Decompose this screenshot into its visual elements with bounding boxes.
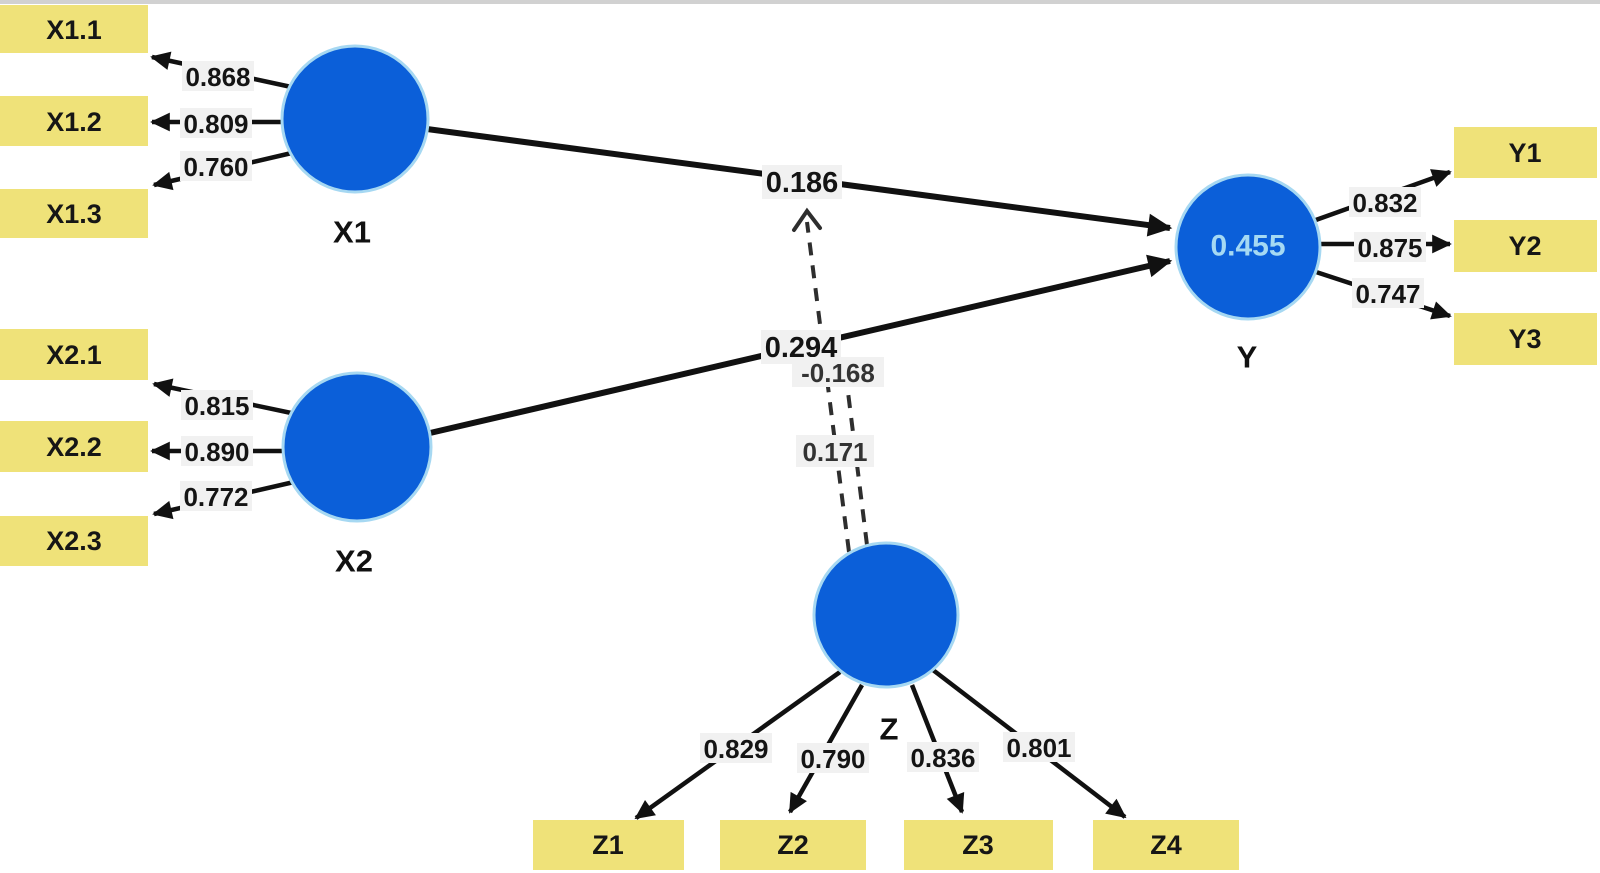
indicator-x1-1[interactable] [0,5,148,53]
loading-label-x1-2: 0.809 [180,108,252,139]
latent-node-x2[interactable] [281,371,433,523]
svg-text:0.832: 0.832 [1352,188,1417,218]
latent-node-z[interactable] [812,541,960,689]
loading-label-z4: 0.801 [1003,732,1075,763]
indicator-label-z2: Z2 [777,830,809,860]
svg-text:0.836: 0.836 [910,743,975,773]
loading-label-z2: 0.790 [797,743,869,774]
indicator-y1[interactable] [1454,127,1597,178]
indicator-x1-3[interactable] [0,189,148,238]
loading-label-x2-3: 0.772 [180,481,252,512]
svg-text:0.760: 0.760 [183,152,248,182]
loading-label-z3: 0.836 [907,742,979,773]
indicator-x2-1[interactable] [0,329,148,380]
coefficient-z-moderation-1: -0.168 [792,357,884,388]
indicator-label-z1: Z1 [592,830,624,860]
node-label-z: Z [880,712,899,747]
loading-label-y3: 0.747 [1352,278,1424,309]
indicator-x2-3[interactable] [0,516,148,566]
indicator-group: X1.1 X1.2 X1.3 X2.1 X2.2 X2.3 Y1 Y2 Y3 Z… [0,5,1597,870]
svg-text:0.815: 0.815 [184,391,249,421]
indicator-label-z3: Z3 [962,830,994,860]
svg-text:0.747: 0.747 [1355,279,1420,309]
coefficient-x1-to-y: 0.186 [762,165,842,199]
node-label-y: Y [1237,340,1258,375]
coefficient-z-moderation-2: 0.171 [796,435,874,467]
indicator-label-y3: Y3 [1508,324,1541,354]
path-coefficient-labels: 0.186 0.294 -0.168 0.171 [761,165,884,467]
loading-labels: 0.868 0.809 0.760 0.815 0.890 0.772 0.83… [180,61,1426,774]
loading-label-x2-2: 0.890 [181,436,253,467]
latent-node-y[interactable] [1174,173,1322,321]
indicator-label-y1: Y1 [1508,138,1541,168]
node-label-x2: X2 [335,544,373,579]
loading-label-z1: 0.829 [700,733,772,764]
svg-text:0.772: 0.772 [183,482,248,512]
svg-text:0.875: 0.875 [1357,233,1422,263]
loading-label-y1: 0.832 [1349,187,1421,218]
path-z-moderation-2[interactable] [843,367,869,546]
svg-text:-0.168: -0.168 [801,358,875,388]
svg-text:0.186: 0.186 [766,167,839,199]
indicator-x1-2[interactable] [0,96,148,146]
indicator-y3[interactable] [1454,313,1597,365]
svg-text:0.171: 0.171 [802,437,867,467]
indicator-label-x1-1: X1.1 [46,15,102,45]
loading-label-y2: 0.875 [1354,232,1426,263]
indicator-label-x1-3: X1.3 [46,199,102,229]
loading-label-x2-1: 0.815 [181,390,253,421]
indicator-label-x2-1: X2.1 [46,340,102,370]
indicator-x2-2[interactable] [0,421,148,472]
svg-text:0.890: 0.890 [184,437,249,467]
svg-text:0.801: 0.801 [1006,733,1071,763]
svg-text:0.829: 0.829 [703,734,768,764]
y-r-squared-value: 0.455 [1210,230,1285,263]
svg-text:0.790: 0.790 [800,744,865,774]
indicator-label-x2-3: X2.3 [46,526,102,556]
indicator-label-x2-2: X2.2 [46,432,102,462]
node-label-x1: X1 [333,215,371,250]
indicator-z2[interactable] [720,820,866,870]
indicator-y2[interactable] [1454,220,1597,272]
indicator-z1[interactable] [533,820,684,870]
loading-label-x1-1: 0.868 [182,61,254,92]
indicator-z4[interactable] [1093,820,1239,870]
moderation-arrowhead-icon [792,207,822,232]
loading-label-x1-3: 0.760 [180,151,252,182]
svg-text:0.868: 0.868 [185,62,250,92]
indicator-label-z4: Z4 [1150,830,1182,860]
indicator-label-x1-2: X1.2 [46,107,102,137]
indicator-label-y2: Y2 [1508,231,1541,261]
frame-top-edge [0,0,1600,4]
latent-node-x1[interactable] [280,44,430,194]
svg-text:0.809: 0.809 [183,109,248,139]
indicator-z3[interactable] [904,820,1053,870]
